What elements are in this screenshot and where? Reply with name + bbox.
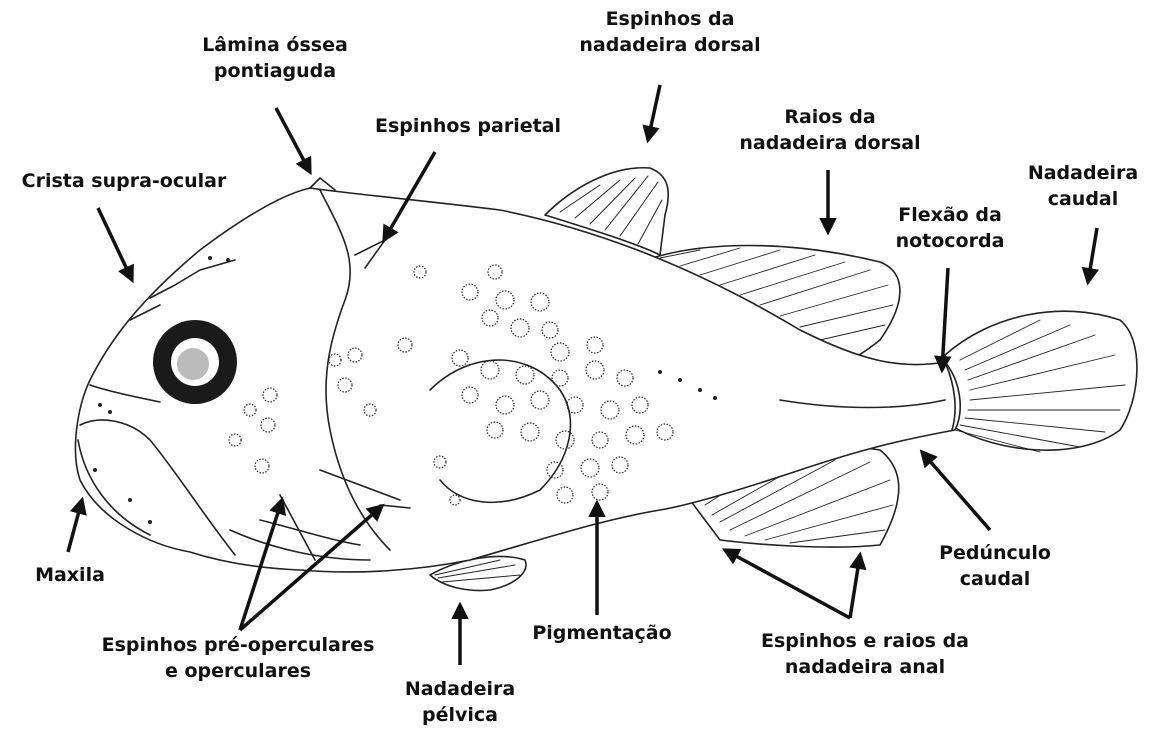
label-pedunculo-line1: Pedúnculo [925,540,1065,566]
arrow-crista [98,208,132,280]
label-espinhos-dorsal-line1: Espinhos da [560,6,780,32]
label-pigmentacao: Pigmentação [532,620,672,646]
caudal-fin [945,311,1137,450]
label-maxila: Maxila [20,562,120,588]
label-anal-line1: Espinhos e raios da [735,628,995,654]
label-lamina-line2: pontiaguda [180,58,370,84]
label-pedunculo-line2: caudal [925,566,1065,592]
label-pre-operculares: Espinhos pré-operculares e operculares [78,632,398,684]
label-nadadeira-caudal-line1: Nadadeira [1020,160,1146,186]
label-nadadeira-caudal-line2: caudal [1020,186,1146,212]
label-crista-line1: Crista supra-ocular [4,168,244,194]
arrow-lamina [276,108,310,172]
label-lamina-ossea: Lâmina óssea pontiaguda [180,32,370,84]
label-raios-dorsal-line1: Raios da [720,104,940,130]
arrow-anal-b [850,555,860,618]
label-espinhos-dorsal-line2: nadadeira dorsal [560,32,780,58]
label-espinhos-dorsal: Espinhos da nadadeira dorsal [560,6,780,58]
label-pre-operculares-line2: e operculares [78,658,398,684]
label-raios-dorsal-line2: nadadeira dorsal [720,130,940,156]
arrow-nadadeira-caudal [1088,228,1097,282]
label-espinhos-parietal-line1: Espinhos parietal [358,113,578,139]
label-nadadeira-pelvica-line2: pélvica [395,702,525,728]
eye [153,320,237,404]
arrow-pedunculo [922,452,990,530]
label-nadadeira-pelvica: Nadadeira pélvica [395,676,525,728]
label-nadadeira-pelvica-line1: Nadadeira [395,676,525,702]
label-flexao-line1: Flexão da [885,202,1015,228]
label-lamina-line1: Lâmina óssea [180,32,370,58]
label-espinhos-parietal: Espinhos parietal [358,113,578,139]
label-pigmentacao-line1: Pigmentação [532,620,672,646]
arrow-espinhos-dorsal [648,85,660,140]
label-nadadeira-caudal: Nadadeira caudal [1020,160,1146,212]
label-anal-line2: nadadeira anal [735,654,995,680]
arrow-anal-a [725,550,850,618]
label-anal: Espinhos e raios da nadadeira anal [735,628,995,680]
label-flexao-notocorda: Flexão da notocorda [885,202,1015,254]
label-pedunculo-caudal: Pedúnculo caudal [925,540,1065,592]
label-raios-dorsal: Raios da nadadeira dorsal [720,104,940,156]
arrow-maxila [68,500,82,552]
label-pre-operculares-line1: Espinhos pré-operculares [78,632,398,658]
label-maxila-line1: Maxila [20,562,120,588]
label-crista-supra-ocular: Crista supra-ocular [4,168,244,194]
label-flexao-line2: notocorda [885,228,1015,254]
